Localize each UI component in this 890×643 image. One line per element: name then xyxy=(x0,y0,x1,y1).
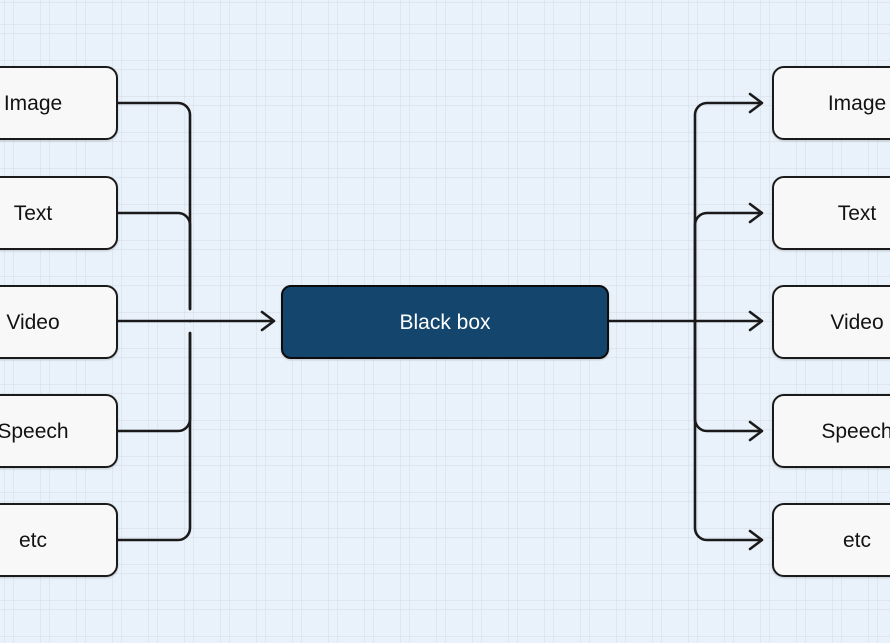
input-node-speech[interactable]: Speech xyxy=(0,394,118,468)
output-node-etc-label: etc xyxy=(842,528,871,552)
arrowhead-blackbox-in xyxy=(260,310,276,332)
output-node-video-label: Video xyxy=(830,310,884,334)
edge-input-image xyxy=(116,101,192,311)
input-node-video-label: Video xyxy=(6,310,60,334)
input-node-etc[interactable]: etc xyxy=(0,503,118,577)
output-node-video[interactable]: Video xyxy=(772,285,890,359)
output-node-etc[interactable]: etc xyxy=(772,503,890,577)
output-node-image-label: Image xyxy=(827,91,887,115)
input-node-image-label: Image xyxy=(3,91,63,115)
input-node-etc-label: etc xyxy=(18,528,47,552)
edge-output-speech xyxy=(693,319,762,433)
input-node-speech-label: Speech xyxy=(0,419,69,443)
input-node-text[interactable]: Text xyxy=(0,176,118,250)
edge-input-speech xyxy=(116,331,192,433)
edge-output-image xyxy=(693,101,762,323)
input-node-video[interactable]: Video xyxy=(0,285,118,359)
arrowhead-output-text xyxy=(748,202,764,224)
output-node-speech-label: Speech xyxy=(821,419,890,443)
black-box-node-label: Black box xyxy=(399,310,491,334)
output-node-speech[interactable]: Speech xyxy=(772,394,890,468)
input-node-image[interactable]: Image xyxy=(0,66,118,140)
edge-output-text xyxy=(693,211,762,323)
black-box-node[interactable]: Black box xyxy=(281,285,609,359)
arrowhead-output-image xyxy=(748,92,764,114)
edge-input-etc xyxy=(116,331,192,542)
edge-input-text xyxy=(116,211,192,311)
output-node-text-label: Text xyxy=(837,201,877,225)
arrowhead-output-etc xyxy=(748,529,764,551)
output-node-image[interactable]: Image xyxy=(772,66,890,140)
edge-output-etc xyxy=(693,319,762,542)
arrowhead-output-speech xyxy=(748,420,764,442)
output-node-text[interactable]: Text xyxy=(772,176,890,250)
arrowhead-output-video xyxy=(748,310,764,332)
input-node-text-label: Text xyxy=(13,201,53,225)
